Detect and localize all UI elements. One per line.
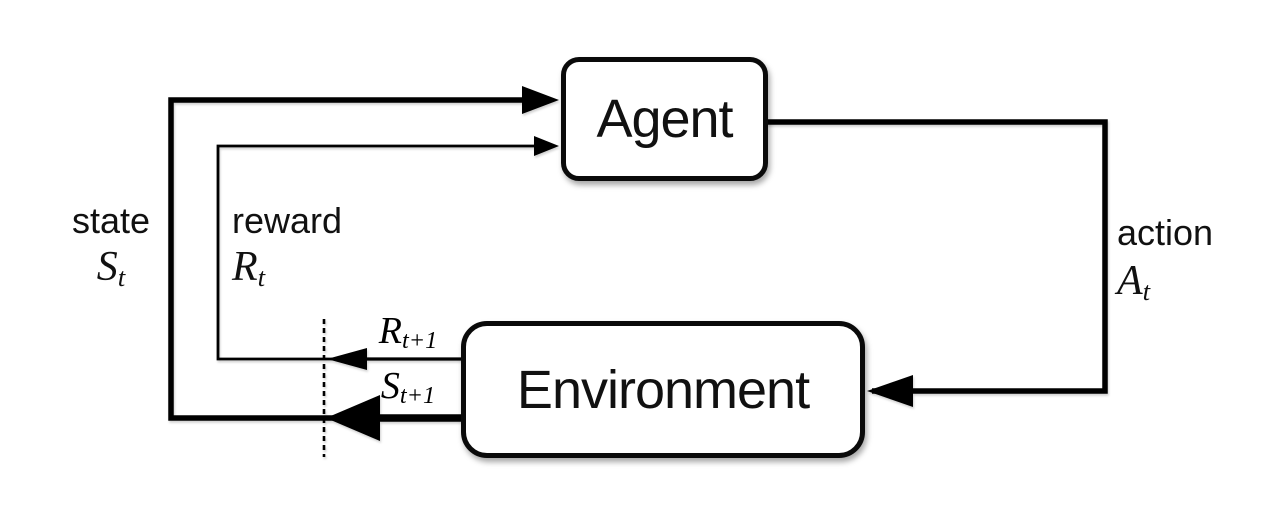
- reward-label-group: reward Rt: [232, 200, 372, 292]
- state-symbol: St: [96, 243, 126, 292]
- action-loop-line: [767, 119, 1108, 394]
- agent-node-label: Agent: [596, 89, 733, 149]
- state-loop-line: [168, 97, 527, 421]
- next-state-arrowhead: [326, 395, 380, 441]
- reward-word: reward: [232, 200, 343, 241]
- environment-node-label: Environment: [516, 359, 810, 420]
- next-reward-symbol: Rt+1: [378, 310, 438, 355]
- state-word: state: [71, 200, 151, 241]
- reward-loop-line: [216, 144, 538, 361]
- reward-symbol: Rt: [232, 243, 266, 292]
- state-into-agent-arrowhead: [522, 86, 559, 114]
- environment-node: Environment: [461, 321, 865, 458]
- action-label-group: action At: [1117, 212, 1257, 306]
- action-into-environment-arrowhead: [867, 375, 913, 407]
- next-reward-arrowhead: [327, 348, 367, 370]
- next-state-symbol: St+1: [380, 365, 436, 410]
- action-symbol: At: [1117, 257, 1151, 306]
- state-label-group: state St: [56, 200, 166, 292]
- action-word: action: [1117, 212, 1214, 253]
- reward-into-agent-arrowhead: [534, 136, 559, 156]
- agent-node: Agent: [561, 57, 768, 181]
